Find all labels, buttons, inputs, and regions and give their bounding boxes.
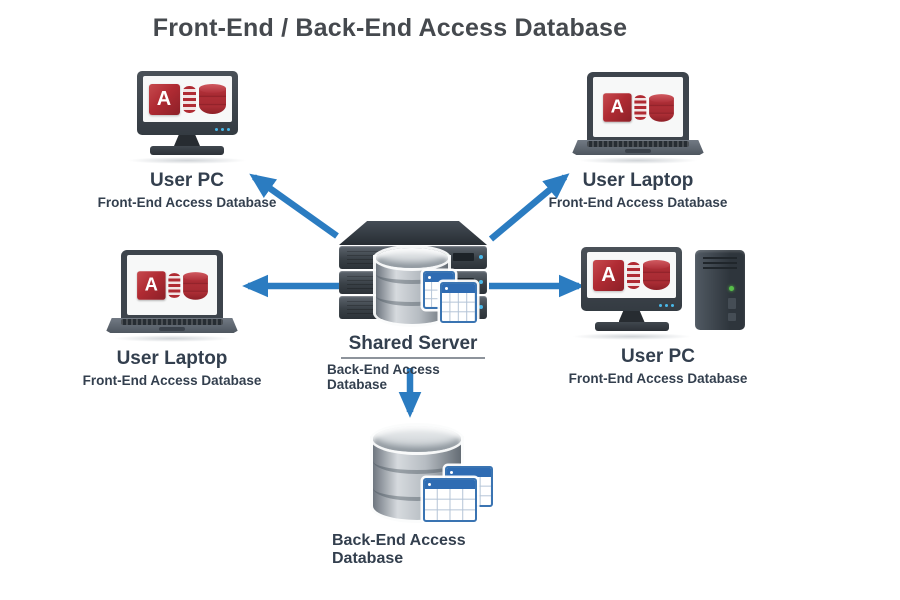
arrow-server-to-user-laptop-top-right bbox=[488, 173, 570, 242]
access-a-badge-icon: A bbox=[136, 270, 166, 300]
monitor-screen: A bbox=[587, 252, 676, 298]
node-subtitle: Back-End Access Database bbox=[327, 362, 440, 392]
drop-shadow bbox=[127, 157, 247, 164]
server-status-dot bbox=[479, 255, 483, 259]
laptop-keyboard bbox=[121, 319, 223, 325]
server-rack-icon bbox=[339, 221, 487, 325]
node-subtitle: Front-End Access Database bbox=[548, 195, 728, 210]
monitor-frame: A bbox=[581, 247, 682, 311]
laptop-display: A bbox=[127, 255, 217, 315]
access-pages-icon bbox=[633, 94, 646, 120]
red-database-cylinder-icon bbox=[648, 93, 674, 121]
node-title: User PC bbox=[621, 346, 695, 367]
monitor-stand-neck bbox=[174, 135, 200, 146]
table-icon bbox=[423, 478, 477, 522]
monitor-indicator-dots bbox=[659, 304, 674, 307]
pc-tower-icon bbox=[694, 250, 745, 330]
drop-shadow bbox=[112, 335, 232, 342]
server-status-dot bbox=[479, 305, 483, 309]
desktop-pc-with-tower-icon: A bbox=[571, 247, 745, 340]
tower-power-led bbox=[728, 286, 734, 291]
laptop-display: A bbox=[593, 77, 683, 137]
access-letter: A bbox=[601, 263, 616, 286]
node-title: User Laptop bbox=[116, 348, 228, 369]
drop-shadow bbox=[578, 157, 698, 164]
monitor-frame: A bbox=[136, 71, 238, 135]
monitor-stand-base bbox=[594, 322, 669, 331]
red-database-cylinder-icon bbox=[182, 271, 208, 299]
node-user-laptop-mid-left: A User Laptop Front-End Access Database bbox=[77, 250, 267, 388]
access-a-badge-icon: A bbox=[593, 259, 624, 291]
monitor-stand-neck bbox=[618, 311, 645, 322]
access-logo-icon: A bbox=[593, 259, 670, 291]
laptop-screen: A bbox=[587, 72, 689, 140]
node-subtitle: Front-End Access Database bbox=[97, 195, 277, 210]
desktop-monitor-icon: A bbox=[127, 71, 247, 164]
tower-drive-slot bbox=[727, 313, 736, 321]
access-a-badge-icon: A bbox=[148, 83, 180, 115]
tower-vents bbox=[702, 257, 737, 272]
laptop-base bbox=[106, 318, 238, 333]
node-user-pc-mid-right: A User PC Front-End Access Da bbox=[560, 247, 756, 386]
access-logo-icon: A bbox=[136, 270, 208, 300]
access-a-badge-icon: A bbox=[602, 92, 632, 122]
access-letter: A bbox=[156, 87, 172, 110]
red-database-cylinder-icon bbox=[198, 84, 226, 114]
server-top-face bbox=[339, 221, 487, 245]
node-title: Back-End Access Database bbox=[332, 532, 466, 567]
drop-shadow bbox=[571, 333, 692, 340]
access-logo-icon: A bbox=[602, 92, 674, 122]
node-back-end-database: Back-End Access Database bbox=[332, 424, 512, 568]
laptop-icon: A bbox=[105, 250, 239, 342]
diagram-title: Front-End / Back-End Access Database bbox=[152, 14, 628, 42]
node-title: User PC bbox=[150, 170, 224, 191]
desktop-monitor-icon: A bbox=[571, 247, 692, 340]
access-letter: A bbox=[610, 96, 624, 117]
node-subtitle: Front-End Access Database bbox=[568, 371, 748, 386]
node-subtitle: Front-End Access Database bbox=[82, 373, 262, 388]
server-slot bbox=[453, 253, 474, 261]
laptop-base bbox=[572, 140, 704, 155]
access-pages-icon bbox=[167, 272, 180, 298]
node-shared-server: Shared Server Back-End Access Database bbox=[327, 221, 499, 392]
laptop-screen: A bbox=[121, 250, 223, 318]
monitor-screen: A bbox=[142, 76, 232, 122]
node-title: Shared Server bbox=[340, 333, 486, 359]
laptop-keyboard bbox=[587, 141, 689, 147]
node-title: User Laptop bbox=[582, 170, 694, 191]
laptop-trackpad bbox=[625, 149, 651, 153]
access-pages-icon bbox=[627, 261, 640, 289]
access-logo-icon: A bbox=[148, 83, 226, 115]
arrow-server-to-user-pc-top-left bbox=[249, 173, 339, 239]
laptop-icon: A bbox=[571, 72, 705, 164]
access-pages-icon bbox=[182, 85, 196, 113]
table-icon bbox=[440, 282, 477, 323]
monitor-indicator-dots bbox=[214, 128, 230, 131]
node-user-laptop-top-right: A User Laptop Front-End Access Database bbox=[543, 72, 733, 210]
monitor-stand-base bbox=[150, 146, 224, 155]
node-user-pc-top-left: A User PC Front-End Access Database bbox=[92, 71, 282, 210]
tower-drive-slot bbox=[727, 298, 736, 309]
access-letter: A bbox=[144, 274, 158, 295]
red-database-cylinder-icon bbox=[643, 260, 670, 290]
server-status-dot bbox=[479, 280, 483, 284]
laptop-trackpad bbox=[159, 327, 185, 331]
database-with-tables-icon bbox=[347, 424, 497, 524]
